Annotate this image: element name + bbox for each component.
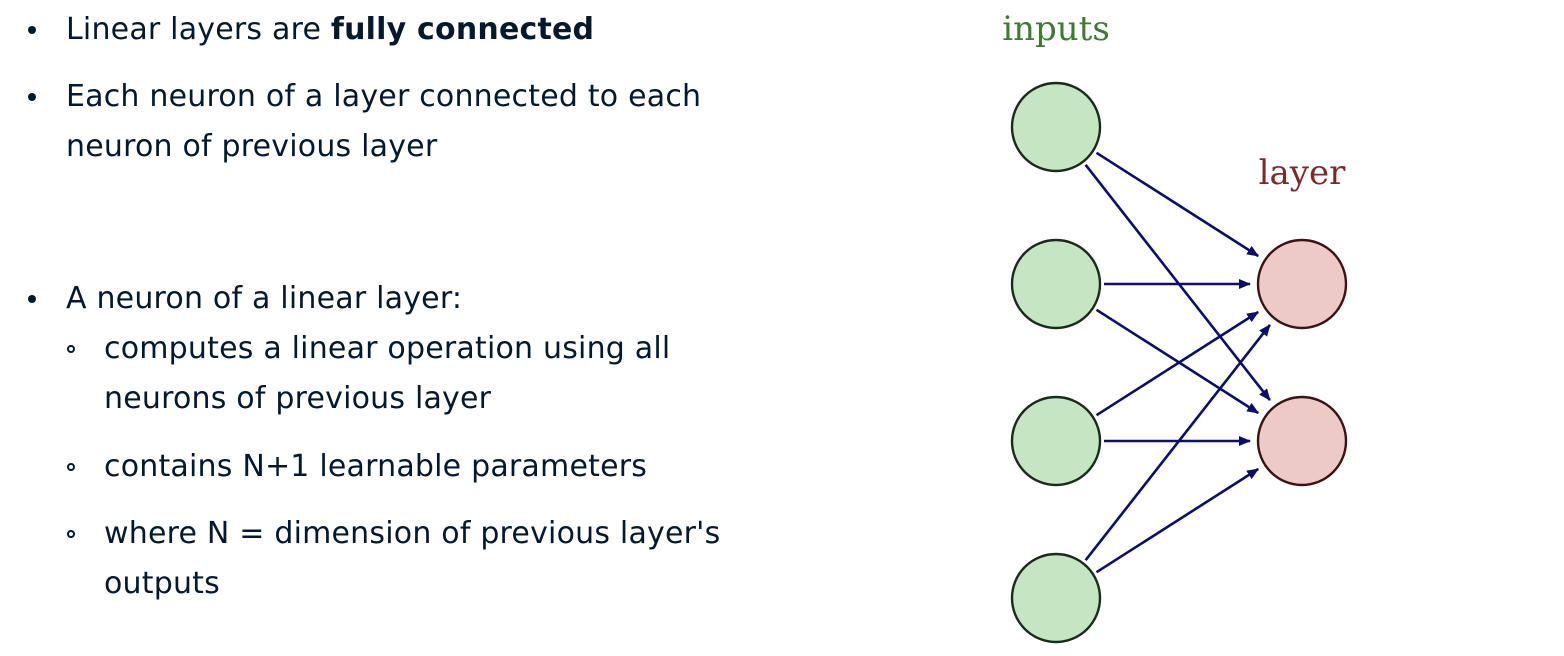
layer-label: layer <box>1259 153 1346 193</box>
sub-bullet-learnable-parameters: contains N+1 learnable parameters <box>104 442 647 492</box>
sub-bullet-dimension-n: where N = dimension of previous layer's … <box>104 509 804 609</box>
connection-arrow-3-to-1 <box>1095 310 1260 417</box>
bullet-text: Linear layers are <box>66 12 331 47</box>
input-neuron-1 <box>1010 81 1102 173</box>
input-neurons <box>1010 81 1102 644</box>
sub-bullet-marker <box>67 345 75 353</box>
connection-arrow-2-to-2 <box>1095 308 1260 415</box>
bullet-text-line: neuron of previous layer <box>66 129 438 164</box>
layer-neurons <box>1256 238 1348 487</box>
bullet-text-line: Each neuron of a layer connected to each <box>66 79 702 114</box>
bullet-emphasis: fully connected <box>330 12 595 47</box>
input-neuron-2 <box>1010 238 1102 330</box>
connection-arrow-4-to-1 <box>1084 324 1271 562</box>
layer-neuron-2 <box>1256 395 1348 487</box>
layer-neuron-1 <box>1256 238 1348 330</box>
inputs-label: inputs <box>1002 9 1110 49</box>
sub-bullet-linear-operation: computes a linear operation using all ne… <box>104 324 784 424</box>
sub-bullet-text-line: neurons of previous layer <box>104 381 492 416</box>
connection-arrow-1-to-2 <box>1084 163 1271 401</box>
sub-bullet-text-line: where N = dimension of previous layer's <box>104 516 721 551</box>
sub-bullet-marker <box>67 463 75 471</box>
bullet-marker <box>28 295 36 303</box>
sub-bullet-text-line: computes a linear operation using all <box>104 331 671 366</box>
bullet-marker <box>28 93 36 101</box>
sub-bullet-text-line: contains N+1 learnable parameters <box>104 449 648 484</box>
connection-arrow-1-to-1 <box>1095 151 1260 258</box>
sub-bullet-text-line: outputs <box>104 566 220 601</box>
bullet-neuron-of-linear-layer: A neuron of a linear layer: <box>66 274 462 324</box>
connection-arrow-4-to-2 <box>1095 467 1260 574</box>
text-panel: Linear layers are fully connected Each n… <box>28 5 804 609</box>
sub-bullet-marker <box>67 530 75 538</box>
input-neuron-4 <box>1010 552 1102 644</box>
bullet-text: A neuron of a linear layer: <box>66 281 463 316</box>
bullet-marker <box>28 26 36 34</box>
connection-arrows <box>1084 151 1271 574</box>
bullet-each-neuron: Each neuron of a layer connected to each… <box>66 72 786 172</box>
input-neuron-3 <box>1010 395 1102 487</box>
bullet-fully-connected: Linear layers are fully connected <box>66 5 594 55</box>
